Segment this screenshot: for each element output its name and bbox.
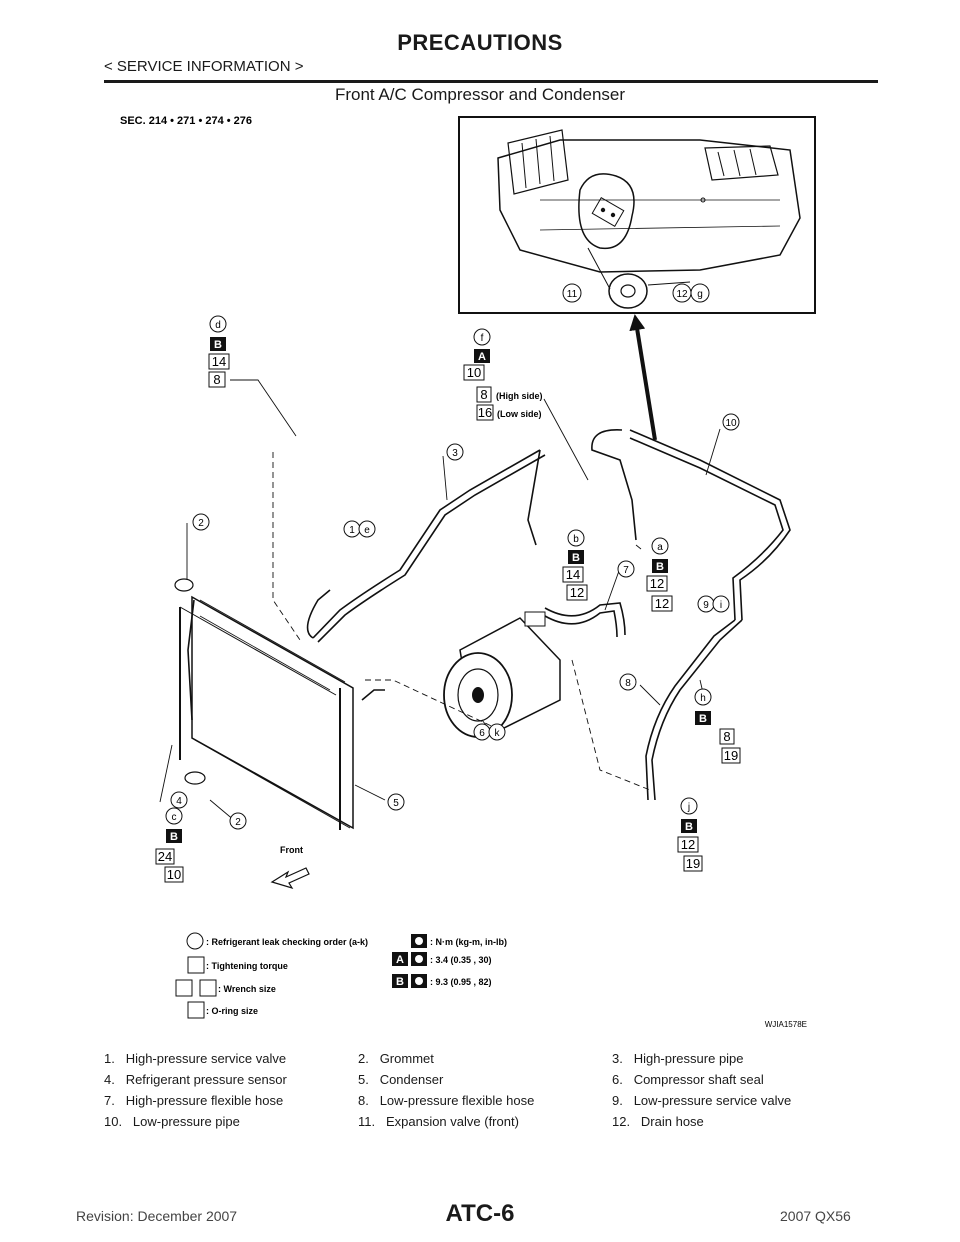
part-item: 4. Refrigerant pressure sensor [104,1072,287,1087]
torque-marks: B A B B B B B [166,337,711,843]
spec-f-size-high: 8 [480,387,487,402]
letter-j: j [687,802,690,813]
spec-c-size: 10 [167,867,181,882]
torque-mark-b-h: B [699,713,707,725]
part-item: 12. Drain hose [612,1114,704,1129]
legend-torque-a: : 3.4 (0.35 , 30) [430,955,492,965]
torque-mark-b-c: B [170,831,178,843]
callout-3: 3 [452,448,458,459]
section-label: < SERVICE INFORMATION > [104,58,304,75]
front-arrow-icon [270,867,310,890]
spec-d-torque: 14 [212,354,226,369]
callout-5: 5 [393,798,399,809]
parts-row: 7. High-pressure flexible hose 8. Low-pr… [104,1090,878,1111]
callout-4: 4 [176,796,182,807]
part-item: 3. High-pressure pipe [612,1051,744,1066]
spec-a-size: 12 [655,596,669,611]
callout-12: 12 [676,289,688,300]
low-side-label: (Low side) [497,409,542,419]
letter-b: b [573,534,579,545]
letter-d: d [215,320,221,331]
pipes [187,429,791,801]
front-label: Front [280,845,303,855]
figure-id: WJIA1578E [765,1020,807,1029]
callout-9: 9 [703,600,709,611]
part-item: 5. Condenser [358,1072,444,1087]
torque-mark-b-a: B [656,561,664,573]
footer-model: 2007 QX56 [780,1208,851,1224]
parts-row: 4. Refrigerant pressure sensor 5. Conden… [104,1069,878,1090]
legend-tightening: : Tightening torque [206,961,288,971]
part-item: 8. Low-pressure flexible hose [358,1093,535,1108]
legend-leak-order: : Refrigerant leak checking order (a-k) [206,937,368,947]
part-item: 2. Grommet [358,1051,434,1066]
evaporator-unit-inset: 11 12 g [458,116,816,314]
footer-revision: Revision: December 2007 [76,1208,238,1224]
part-item: 10. Low-pressure pipe [104,1114,240,1129]
legend-mark-b: B [396,976,404,988]
callouts [165,315,740,830]
spec-c-torque: 24 [158,849,172,864]
spec-h-size: 19 [724,748,738,763]
letter-e: e [364,525,370,536]
spec-j-torque: 12 [681,837,695,852]
legend-wrench: : Wrench size [218,984,276,994]
torque-mark-b-b: B [572,552,580,564]
spec-boxes [155,353,741,883]
letter-c: c [172,812,177,823]
header-rule [104,80,878,83]
legend-unit: : N·m (kg-m, in-lb) [430,937,507,947]
callout-6: 6 [479,728,485,739]
callout-2-bottom: 2 [235,817,241,828]
spec-d-size: 8 [213,372,220,387]
spec-j-size: 19 [686,856,700,871]
torque-mark-a-f: A [478,351,486,363]
parts-row: 10. Low-pressure pipe 11. Expansion valv… [104,1111,878,1132]
ac-compressor-condenser-diagram: SEC. 214 • 271 • 274 • 276 11 12 g [120,115,816,1029]
part-item: 7. High-pressure flexible hose [104,1093,284,1108]
part-item: 6. Compressor shaft seal [612,1072,764,1087]
legend-torque-b: : 9.3 (0.95 , 82) [430,977,492,987]
condenser [174,578,354,830]
letter-h: h [700,693,706,704]
footer-page-number: ATC-6 [445,1200,515,1227]
callout-11: 11 [567,289,578,300]
legend-oring: : O-ring size [206,1006,258,1016]
pointer-arrow [629,314,657,441]
part-item: 11. Expansion valve (front) [358,1114,519,1129]
leader-lines [159,379,721,822]
spec-b-size: 12 [570,585,584,600]
torque-mark-b-j: B [685,821,693,833]
letter-a: a [657,542,663,553]
callout-7: 7 [623,565,629,576]
legend: : Refrigerant leak checking order (a-k) … [175,932,507,1019]
compressor [443,611,561,738]
letter-i: i [720,600,722,611]
callout-10: 10 [725,418,737,429]
sec-label: SEC. 214 • 271 • 274 • 276 [120,115,252,127]
callout-1: 1 [349,525,355,536]
part-item: 9. Low-pressure service valve [612,1093,792,1108]
spec-f-torque: 10 [467,365,481,380]
parts-row: 1. High-pressure service valve 2. Gromme… [104,1048,878,1069]
letter-k: k [495,728,501,739]
spec-h-torque: 8 [723,729,730,744]
spec-b-torque: 14 [566,567,580,582]
torque-mark-b-d: B [214,339,222,351]
spec-a-torque: 12 [650,576,664,591]
letter-g: g [697,289,703,300]
legend-mark-a: A [396,954,404,966]
spec-f-size-low: 16 [478,405,492,420]
page-title: PRECAUTIONS [397,30,563,55]
part-item: 1. High-pressure service valve [104,1051,287,1066]
letter-f: f [481,333,484,344]
callout-2-top: 2 [198,518,204,529]
page-subtitle: Front A/C Compressor and Condenser [334,85,626,104]
callout-8: 8 [625,678,631,689]
parts-list: 1. High-pressure service valve 2. Gromme… [104,1048,878,1132]
high-side-label: (High side) [496,391,543,401]
